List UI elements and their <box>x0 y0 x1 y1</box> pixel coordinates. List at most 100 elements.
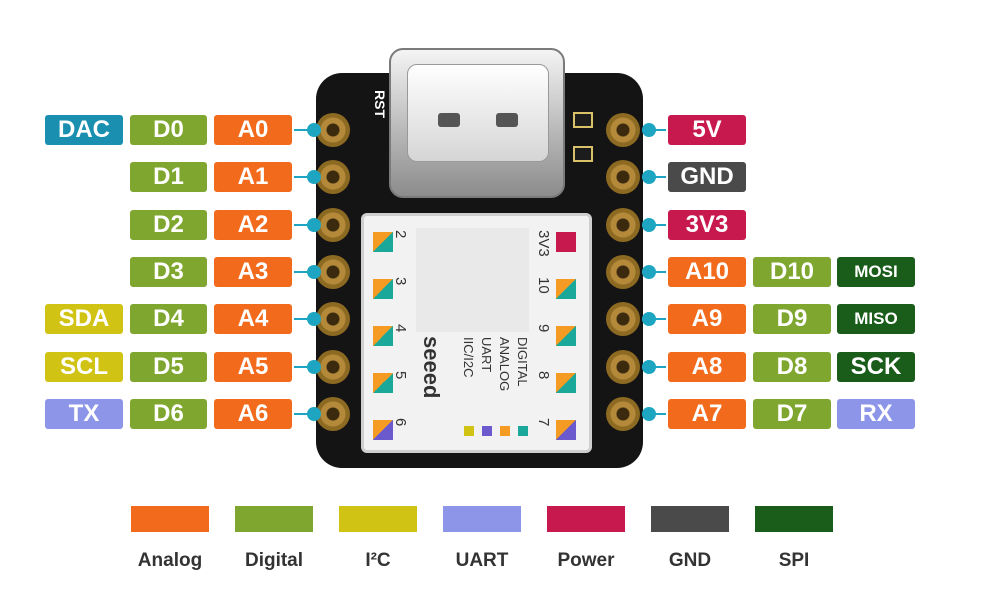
led-icon <box>573 146 593 162</box>
pin-pad <box>606 302 640 337</box>
pin-pad <box>316 302 350 337</box>
silk-key-swatch <box>464 426 474 436</box>
connector-dot <box>307 264 321 279</box>
usb-c-contact <box>496 113 518 127</box>
pin-pad <box>316 396 350 431</box>
pin-pad <box>606 207 640 242</box>
pin-label-a6: A6 <box>214 398 292 429</box>
pin-label-a3: A3 <box>214 256 292 287</box>
silk-pin-number: 7 <box>535 418 552 427</box>
legend-label-gnd: GND <box>668 550 712 571</box>
pin-pad <box>606 349 640 384</box>
legend-label-uart: UART <box>455 550 509 571</box>
pin-label-a8: A8 <box>668 351 746 382</box>
pin-label-a5: A5 <box>214 351 292 382</box>
connector-dot <box>642 312 656 327</box>
connector-dot <box>642 123 656 137</box>
power-marker <box>556 232 576 252</box>
pin-label-a7: A7 <box>668 398 746 429</box>
connector-dot <box>642 359 656 374</box>
connector-dot <box>642 217 656 232</box>
legend-swatch-analog <box>131 506 209 532</box>
chip-window <box>416 228 529 332</box>
pin-label-d0: D0 <box>130 115 207 145</box>
silk-key-label: UART <box>479 337 494 373</box>
pin-function-marker <box>556 420 576 440</box>
led-icon <box>573 112 593 128</box>
pin-label-gnd: GND <box>668 162 746 193</box>
legend-swatch-uart <box>443 506 521 532</box>
pin-label-a4: A4 <box>214 304 292 335</box>
pin-label-d4: D4 <box>130 304 207 335</box>
pin-pad <box>606 396 640 431</box>
silk-key-label: IIC/I2C <box>461 337 476 378</box>
legend-swatch-power <box>547 506 625 532</box>
legend-swatch-digital <box>235 506 313 532</box>
connector-line <box>294 176 314 179</box>
connector-line <box>294 412 314 415</box>
connector-dot <box>642 264 656 279</box>
pin-label-sck: SCK <box>837 351 915 382</box>
legend-swatch-gnd <box>651 506 729 532</box>
pin-label-d10: D10 <box>753 256 831 287</box>
usb-c-port <box>407 64 549 162</box>
pin-function-marker <box>556 326 576 346</box>
connector-line <box>294 223 314 226</box>
legend-label-i2c: I²C <box>365 550 391 571</box>
legend-label-power: Power <box>557 550 615 571</box>
brand-logo: seeed <box>419 336 444 399</box>
connector-line <box>294 365 314 368</box>
connector-dot <box>642 170 656 185</box>
pin-label-rx: RX <box>837 398 915 429</box>
pin-label-scl: SCL <box>45 351 123 382</box>
silk-pin-number: 4 <box>392 324 409 333</box>
legend-label-digital: Digital <box>244 550 304 571</box>
pin-function-marker <box>556 279 576 299</box>
legend-label-analog: Analog <box>137 550 203 571</box>
silk-key-swatch <box>518 426 528 436</box>
connector-dot <box>642 406 656 421</box>
pin-pad <box>606 254 640 289</box>
pin-label-a0: A0 <box>214 115 292 145</box>
pin-pad <box>316 207 350 242</box>
pin-label-d7: D7 <box>753 398 831 429</box>
silk-pin-number: 8 <box>535 371 552 380</box>
pin-pad <box>606 113 640 147</box>
pin-function-marker <box>373 279 393 299</box>
pin-label-d2: D2 <box>130 209 207 240</box>
pin-function-marker <box>373 232 393 252</box>
silk-key-swatch <box>482 426 492 436</box>
pin-pad <box>316 254 350 289</box>
connector-dot <box>307 217 321 232</box>
silk-pin-number: 10 <box>535 277 552 294</box>
pin-function-marker <box>373 373 393 393</box>
reset-label: RST <box>372 90 388 118</box>
pin-label-a9: A9 <box>668 304 746 335</box>
silk-pin-number: 6 <box>392 418 409 427</box>
connector-line <box>294 129 314 131</box>
legend-label-spi: SPI <box>778 550 810 571</box>
silk-pin-number: 3 <box>392 277 409 286</box>
connector-dot <box>307 359 321 374</box>
pin-label-5v: 5V <box>668 115 746 145</box>
pin-label-d6: D6 <box>130 398 207 429</box>
pin-label-a2: A2 <box>214 209 292 240</box>
pin-label-d3: D3 <box>130 256 207 287</box>
silk-pin-number: 5 <box>392 371 409 380</box>
legend-swatch-spi <box>755 506 833 532</box>
connector-dot <box>307 123 321 137</box>
pin-function-marker <box>373 326 393 346</box>
silk-key-label: DIGITAL <box>515 337 530 387</box>
connector-dot <box>307 170 321 185</box>
pin-pad <box>606 160 640 195</box>
connector-dot <box>307 312 321 327</box>
connector-line <box>294 270 314 273</box>
silk-key-label: ANALOG <box>497 337 512 392</box>
pin-label-3v3: 3V3 <box>668 209 746 240</box>
silk-pin-number: 2 <box>392 230 409 239</box>
pin-label-mosi: MOSI <box>837 256 915 287</box>
pin-pad <box>316 349 350 384</box>
silk-key-swatch <box>500 426 510 436</box>
pin-label-a1: A1 <box>214 162 292 193</box>
pin-label-d9: D9 <box>753 304 831 335</box>
